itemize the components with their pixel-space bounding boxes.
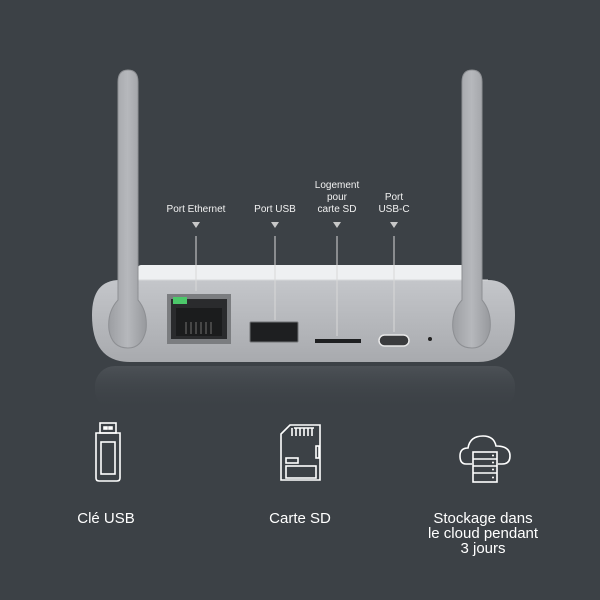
leader-usbc [393,236,395,332]
router-device [92,69,515,410]
arrow-usb-icon [271,222,279,228]
callout-sd-line2: pour [326,192,348,203]
usb-stick-icon [95,422,121,482]
feature-label-cloud: Stockage dans le cloud pendant 3 jours [428,511,538,556]
right-antenna [452,69,491,349]
leader-sd [336,236,338,336]
feature-label-sd: Carte SD [269,510,331,527]
sd-card-icon [280,424,321,481]
feature-label-cloud-line1: Stockage dans [433,510,533,527]
feature-label-usb: Clé USB [77,510,135,527]
arrow-ethernet-icon [192,222,200,228]
callout-usb: Port USB [254,204,296,215]
usb-a-port [249,321,299,343]
reset-hole [428,337,432,341]
feature-label-cloud-line2: le cloud pendant [427,525,539,542]
callout-usbc-line2: USB-C [378,204,410,215]
callout-usbc-line1: Port [384,192,404,203]
sd-slot [315,339,361,343]
callout-ethernet: Port Ethernet [166,204,226,215]
usb-c-port [378,334,410,347]
ethernet-port [167,294,231,344]
left-antenna [108,69,147,349]
callout-sd: Logement pour carte SD [315,180,359,216]
leader-usb [274,236,276,320]
callout-usbc: Port USB-C [378,192,409,216]
arrow-sd-icon [333,222,341,228]
feature-label-cloud-line3: 3 jours [460,540,506,557]
callout-sd-line3: carte SD [317,204,357,215]
leader-ethernet [195,236,197,291]
arrow-usbc-icon [390,222,398,228]
cloud-storage-icon [459,435,511,483]
callout-sd-line1: Logement [314,180,360,191]
